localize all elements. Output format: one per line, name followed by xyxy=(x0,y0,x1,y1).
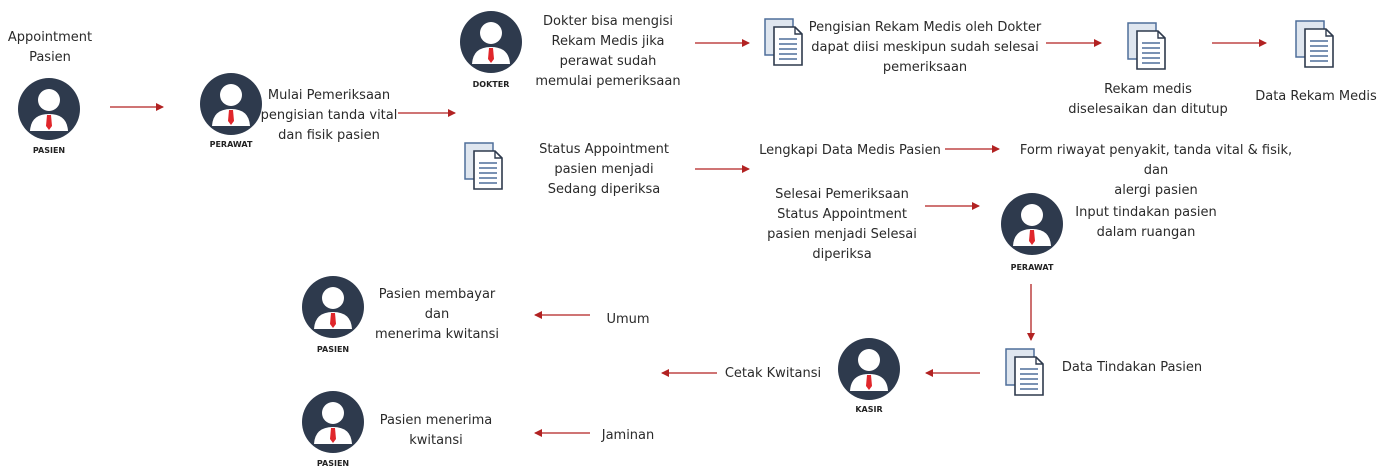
pasien-3-role-label: PASIEN xyxy=(316,459,350,468)
pasien-3-avatar-icon xyxy=(302,391,364,453)
status-sedang-label: Status Appointment pasien menjadi Sedang… xyxy=(539,142,669,197)
dokter-role-label: DOKTER xyxy=(472,80,510,89)
appointment-pasien-label: Appointment Pasien xyxy=(7,30,93,65)
pasien-menerima-label: Pasien menerima kwitansi xyxy=(379,413,493,448)
kasir-role-label: KASIR xyxy=(855,405,883,414)
pasien-2-avatar-icon xyxy=(302,276,364,338)
document-icon-tindakan xyxy=(1005,348,1044,396)
pasien-membayar-label: Pasien membayar dan menerima kwitansi xyxy=(374,287,500,342)
dokter-bisa-label: Dokter bisa mengisi Rekam Medis jika per… xyxy=(535,14,681,89)
dokter-avatar-icon xyxy=(460,11,522,73)
form-riwayat-label: Form riwayat penyakit, tanda vital & fis… xyxy=(1019,143,1293,198)
perawat-2-role-label: PERAWAT xyxy=(1010,263,1054,272)
mulai-pemeriksaan-label: Mulai Pemeriksaan pengisian tanda vital … xyxy=(260,88,398,143)
rekam-selesai-label: Rekam medis diselesaikan dan ditutup xyxy=(1068,82,1228,117)
pasien-role-label: PASIEN xyxy=(32,146,66,155)
document-icon-rekam xyxy=(764,18,803,66)
document-icon-rekam-selesai xyxy=(1127,22,1166,70)
document-icon-data-rekam xyxy=(1295,20,1334,68)
jaminan-label: Jaminan xyxy=(601,428,655,443)
selesai-pemeriksaan-label: Selesai Pemeriksaan Status Appointment p… xyxy=(767,187,917,262)
cetak-kwitansi-label: Cetak Kwitansi xyxy=(724,366,822,381)
pasien-2-role-label: PASIEN xyxy=(316,345,350,354)
pasien-avatar-icon xyxy=(18,78,80,140)
input-tindakan-label: Input tindakan pasien dalam ruangan xyxy=(1075,205,1217,240)
pengisian-rekam-label: Pengisian Rekam Medis oleh Dokter dapat … xyxy=(808,20,1042,75)
document-icon-status xyxy=(464,142,503,190)
data-rekam-medis-label: Data Rekam Medis xyxy=(1255,89,1377,104)
perawat-2-avatar-icon xyxy=(1001,193,1063,255)
data-tindakan-label: Data Tindakan Pasien xyxy=(1061,360,1203,375)
perawat-avatar-icon xyxy=(200,73,262,135)
perawat-role-label: PERAWAT xyxy=(209,140,253,149)
umum-label: Umum xyxy=(606,312,650,327)
kasir-avatar-icon xyxy=(838,338,900,400)
lengkapi-data-label: Lengkapi Data Medis Pasien xyxy=(759,143,941,158)
